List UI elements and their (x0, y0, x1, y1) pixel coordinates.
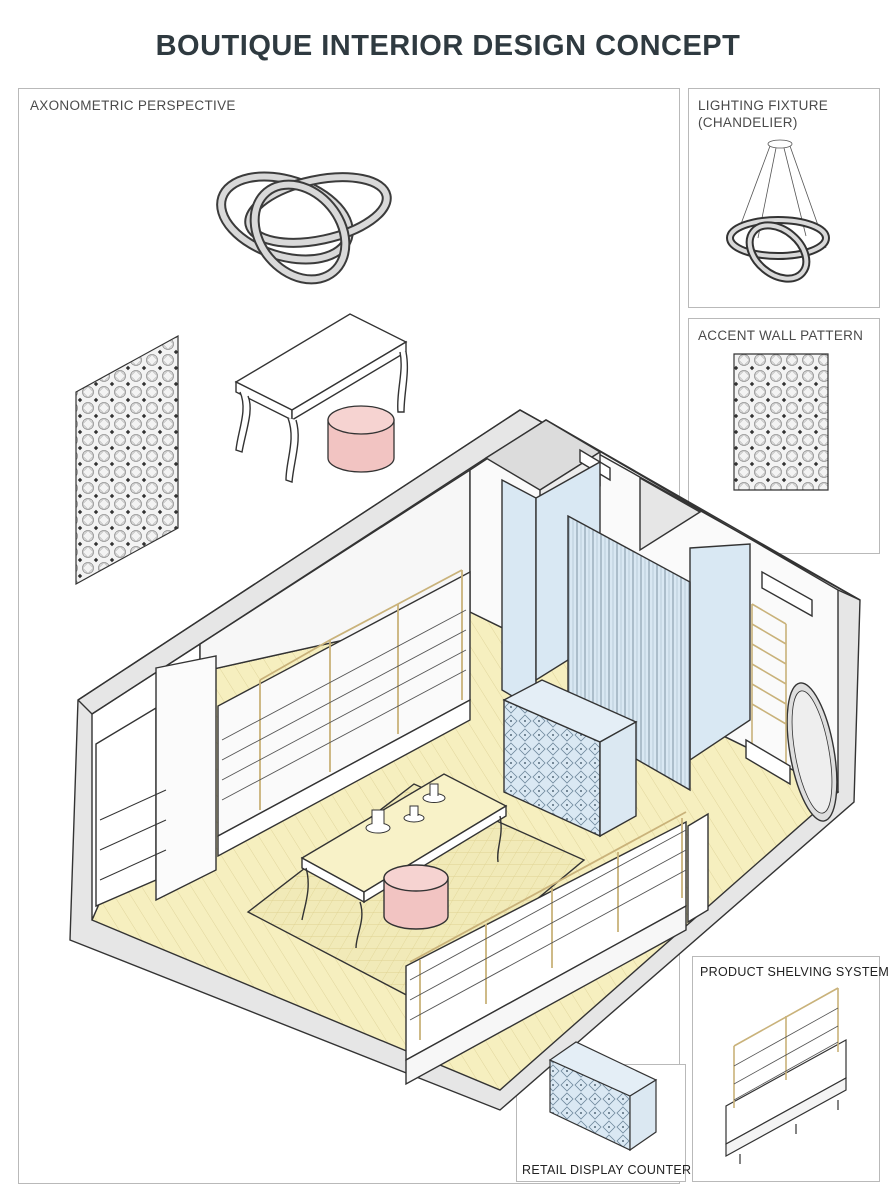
retail-counter-illustration (550, 1042, 656, 1150)
chandelier-label-line2: (CHANDELIER) (698, 115, 798, 130)
accent-wall-tile-illustration (76, 336, 178, 584)
chandelier-detail-illustration (730, 140, 826, 289)
shelving-panel-label: PRODUCT SHELVING SYSTEM (700, 965, 890, 979)
chandelier-label-line1: LIGHTING FIXTURE (698, 98, 829, 113)
main-panel-label: AXONOMETRIC PERSPECTIVE (30, 98, 236, 113)
accent-panel-label: ACCENT WALL PATTERN (698, 328, 864, 343)
room-axonometric (70, 410, 860, 1110)
counter-panel-label: RETAIL DISPLAY COUNTER (522, 1163, 692, 1177)
chandelier-panel-label: LIGHTING FIXTURE (CHANDELIER) (698, 97, 828, 131)
desk-illustration (236, 314, 407, 482)
ottoman-illustration (328, 406, 394, 472)
page-title: BOUTIQUE INTERIOR DESIGN CONCEPT (155, 30, 741, 62)
chandelier-illustration (210, 161, 392, 297)
product-shelving-illustration (726, 988, 846, 1164)
accent-wall-pattern-swatch (734, 354, 828, 490)
chandelier-panel (688, 88, 880, 308)
